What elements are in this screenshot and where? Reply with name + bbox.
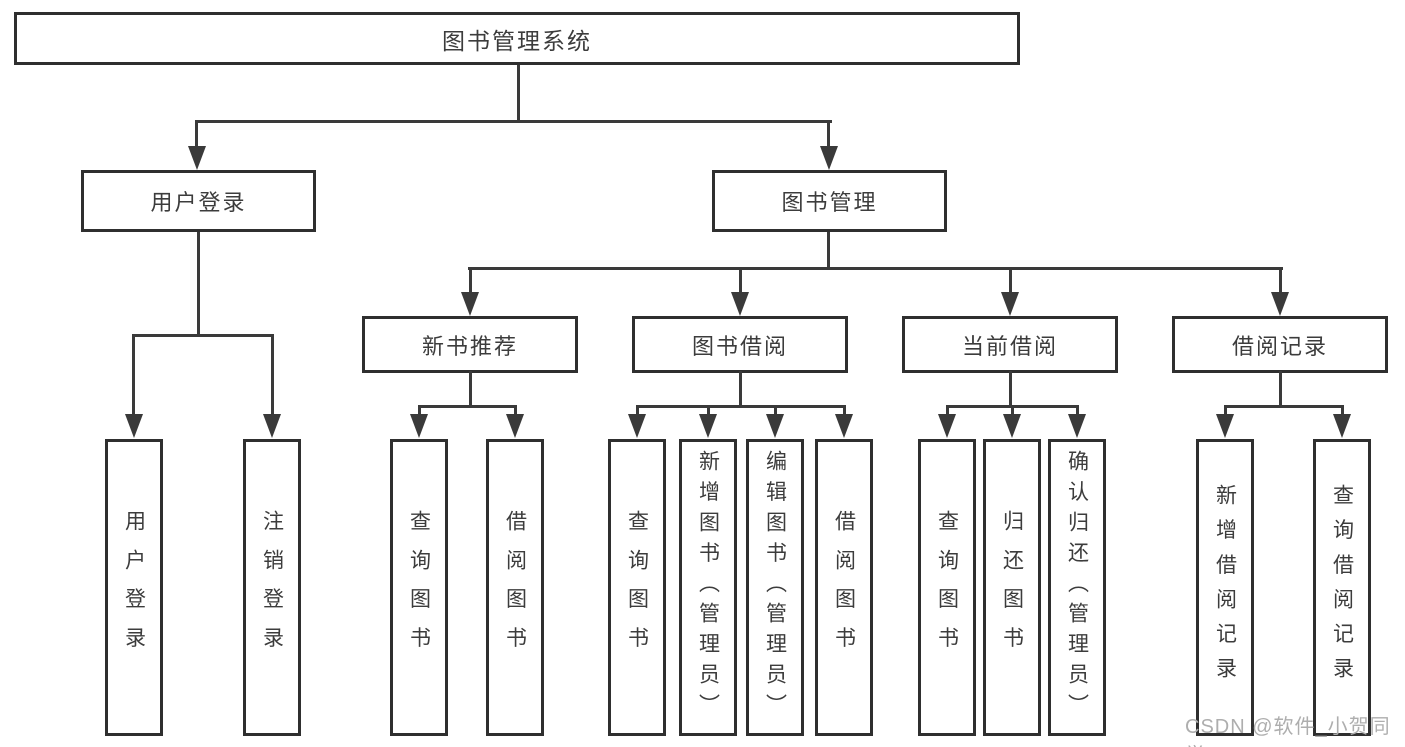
connector-line [739, 267, 742, 293]
node-book-management: 图书管理 [712, 170, 947, 232]
node-book-borrowing: 图书借阅 [632, 316, 848, 373]
connector-line [1009, 371, 1012, 407]
connector-line [1341, 405, 1344, 417]
node-label: 新书推荐 [421, 333, 518, 359]
node-label: 图书管理 [781, 190, 878, 215]
arrowhead-down-icon [1271, 292, 1289, 316]
node-label: 新增图书（管理员） [696, 450, 720, 725]
arrowhead-down-icon [1003, 414, 1021, 438]
leaf-query-borrow-record: 查询借阅记录 [1313, 439, 1371, 736]
leaf-borrow-books-borrowing: 借阅图书 [815, 439, 873, 736]
connector-line [517, 65, 520, 122]
leaf-logout: 注销登录 [243, 439, 301, 736]
arrowhead-down-icon [1001, 292, 1019, 316]
arrowhead-down-icon [1068, 414, 1086, 438]
connector-line [132, 334, 274, 337]
connector-line [1279, 371, 1282, 407]
connector-line [1279, 267, 1282, 293]
connector-line [1009, 267, 1012, 293]
node-label: 查询图书 [625, 509, 649, 666]
leaf-borrow-books-recommend: 借阅图书 [486, 439, 544, 736]
node-label: 当前借阅 [961, 333, 1058, 359]
connector-line [195, 120, 198, 148]
node-label: 查询借阅记录 [1330, 483, 1354, 692]
arrowhead-down-icon [731, 292, 749, 316]
leaf-edit-book-admin: 编辑图书（管理员） [746, 439, 804, 736]
connector-line [636, 405, 639, 417]
node-user-login: 用户登录 [81, 170, 316, 232]
node-label: 注销登录 [260, 509, 284, 666]
leaf-confirm-return-admin: 确认归还（管理员） [1048, 439, 1106, 736]
node-label: 图书借阅 [691, 333, 788, 359]
connector-line [774, 405, 777, 417]
leaf-query-books-current: 查询图书 [918, 439, 976, 736]
arrowhead-down-icon [766, 414, 784, 438]
leaf-return-book: 归还图书 [983, 439, 1041, 736]
connector-line [739, 371, 742, 407]
arrowhead-down-icon [410, 414, 428, 438]
connector-line [1224, 405, 1227, 417]
leaf-add-book-admin: 新增图书（管理员） [679, 439, 737, 736]
connector-line [1076, 405, 1079, 417]
connector-line [514, 405, 517, 417]
node-library-management-system: 图书管理系统 [14, 12, 1020, 65]
connector-line [418, 405, 517, 408]
connector-line [132, 334, 135, 416]
connector-line [418, 405, 421, 417]
connector-line [827, 120, 830, 148]
leaf-query-books-recommend: 查询图书 [390, 439, 448, 736]
node-label: 查询图书 [407, 509, 431, 666]
node-label: 借阅图书 [503, 509, 527, 666]
node-label: 新增借阅记录 [1213, 483, 1237, 692]
connector-line [468, 267, 1283, 270]
arrowhead-down-icon [1216, 414, 1234, 438]
node-new-book-recommendation: 新书推荐 [362, 316, 578, 373]
arrowhead-down-icon [699, 414, 717, 438]
leaf-query-books-borrowing: 查询图书 [608, 439, 666, 736]
arrowhead-down-icon [1333, 414, 1351, 438]
arrowhead-down-icon [263, 414, 281, 438]
node-label: 确认归还（管理员） [1065, 450, 1089, 725]
leaf-user-login: 用户登录 [105, 439, 163, 736]
connector-line [1224, 405, 1344, 408]
connector-line [1011, 405, 1014, 417]
node-label: 借阅记录 [1231, 333, 1328, 359]
connector-line [946, 405, 949, 417]
node-current-borrowing: 当前借阅 [902, 316, 1118, 373]
node-label: 用户登录 [150, 190, 247, 215]
connector-line [271, 334, 274, 416]
arrowhead-down-icon [938, 414, 956, 438]
arrowhead-down-icon [461, 292, 479, 316]
connector-line [636, 405, 846, 408]
connector-line [469, 371, 472, 407]
connector-line [843, 405, 846, 417]
node-label: 归还图书 [1000, 509, 1024, 666]
arrowhead-down-icon [835, 414, 853, 438]
arrowhead-down-icon [628, 414, 646, 438]
connector-line [707, 405, 710, 417]
arrowhead-down-icon [820, 146, 838, 170]
connector-line [197, 232, 200, 336]
arrowhead-down-icon [506, 414, 524, 438]
csdn-watermark: CSDN @软件_小贺同学 [1185, 716, 1391, 747]
node-label: 用户登录 [122, 509, 146, 666]
node-borrowing-records: 借阅记录 [1172, 316, 1388, 373]
connector-line [195, 120, 832, 123]
connector-line [469, 267, 472, 293]
node-label: 编辑图书（管理员） [763, 450, 787, 725]
arrowhead-down-icon [125, 414, 143, 438]
node-label: 图书管理系统 [442, 27, 592, 54]
connector-line [827, 232, 830, 270]
node-label: 查询图书 [935, 509, 959, 666]
leaf-add-borrow-record: 新增借阅记录 [1196, 439, 1254, 736]
arrowhead-down-icon [188, 146, 206, 170]
node-label: 借阅图书 [832, 509, 856, 666]
